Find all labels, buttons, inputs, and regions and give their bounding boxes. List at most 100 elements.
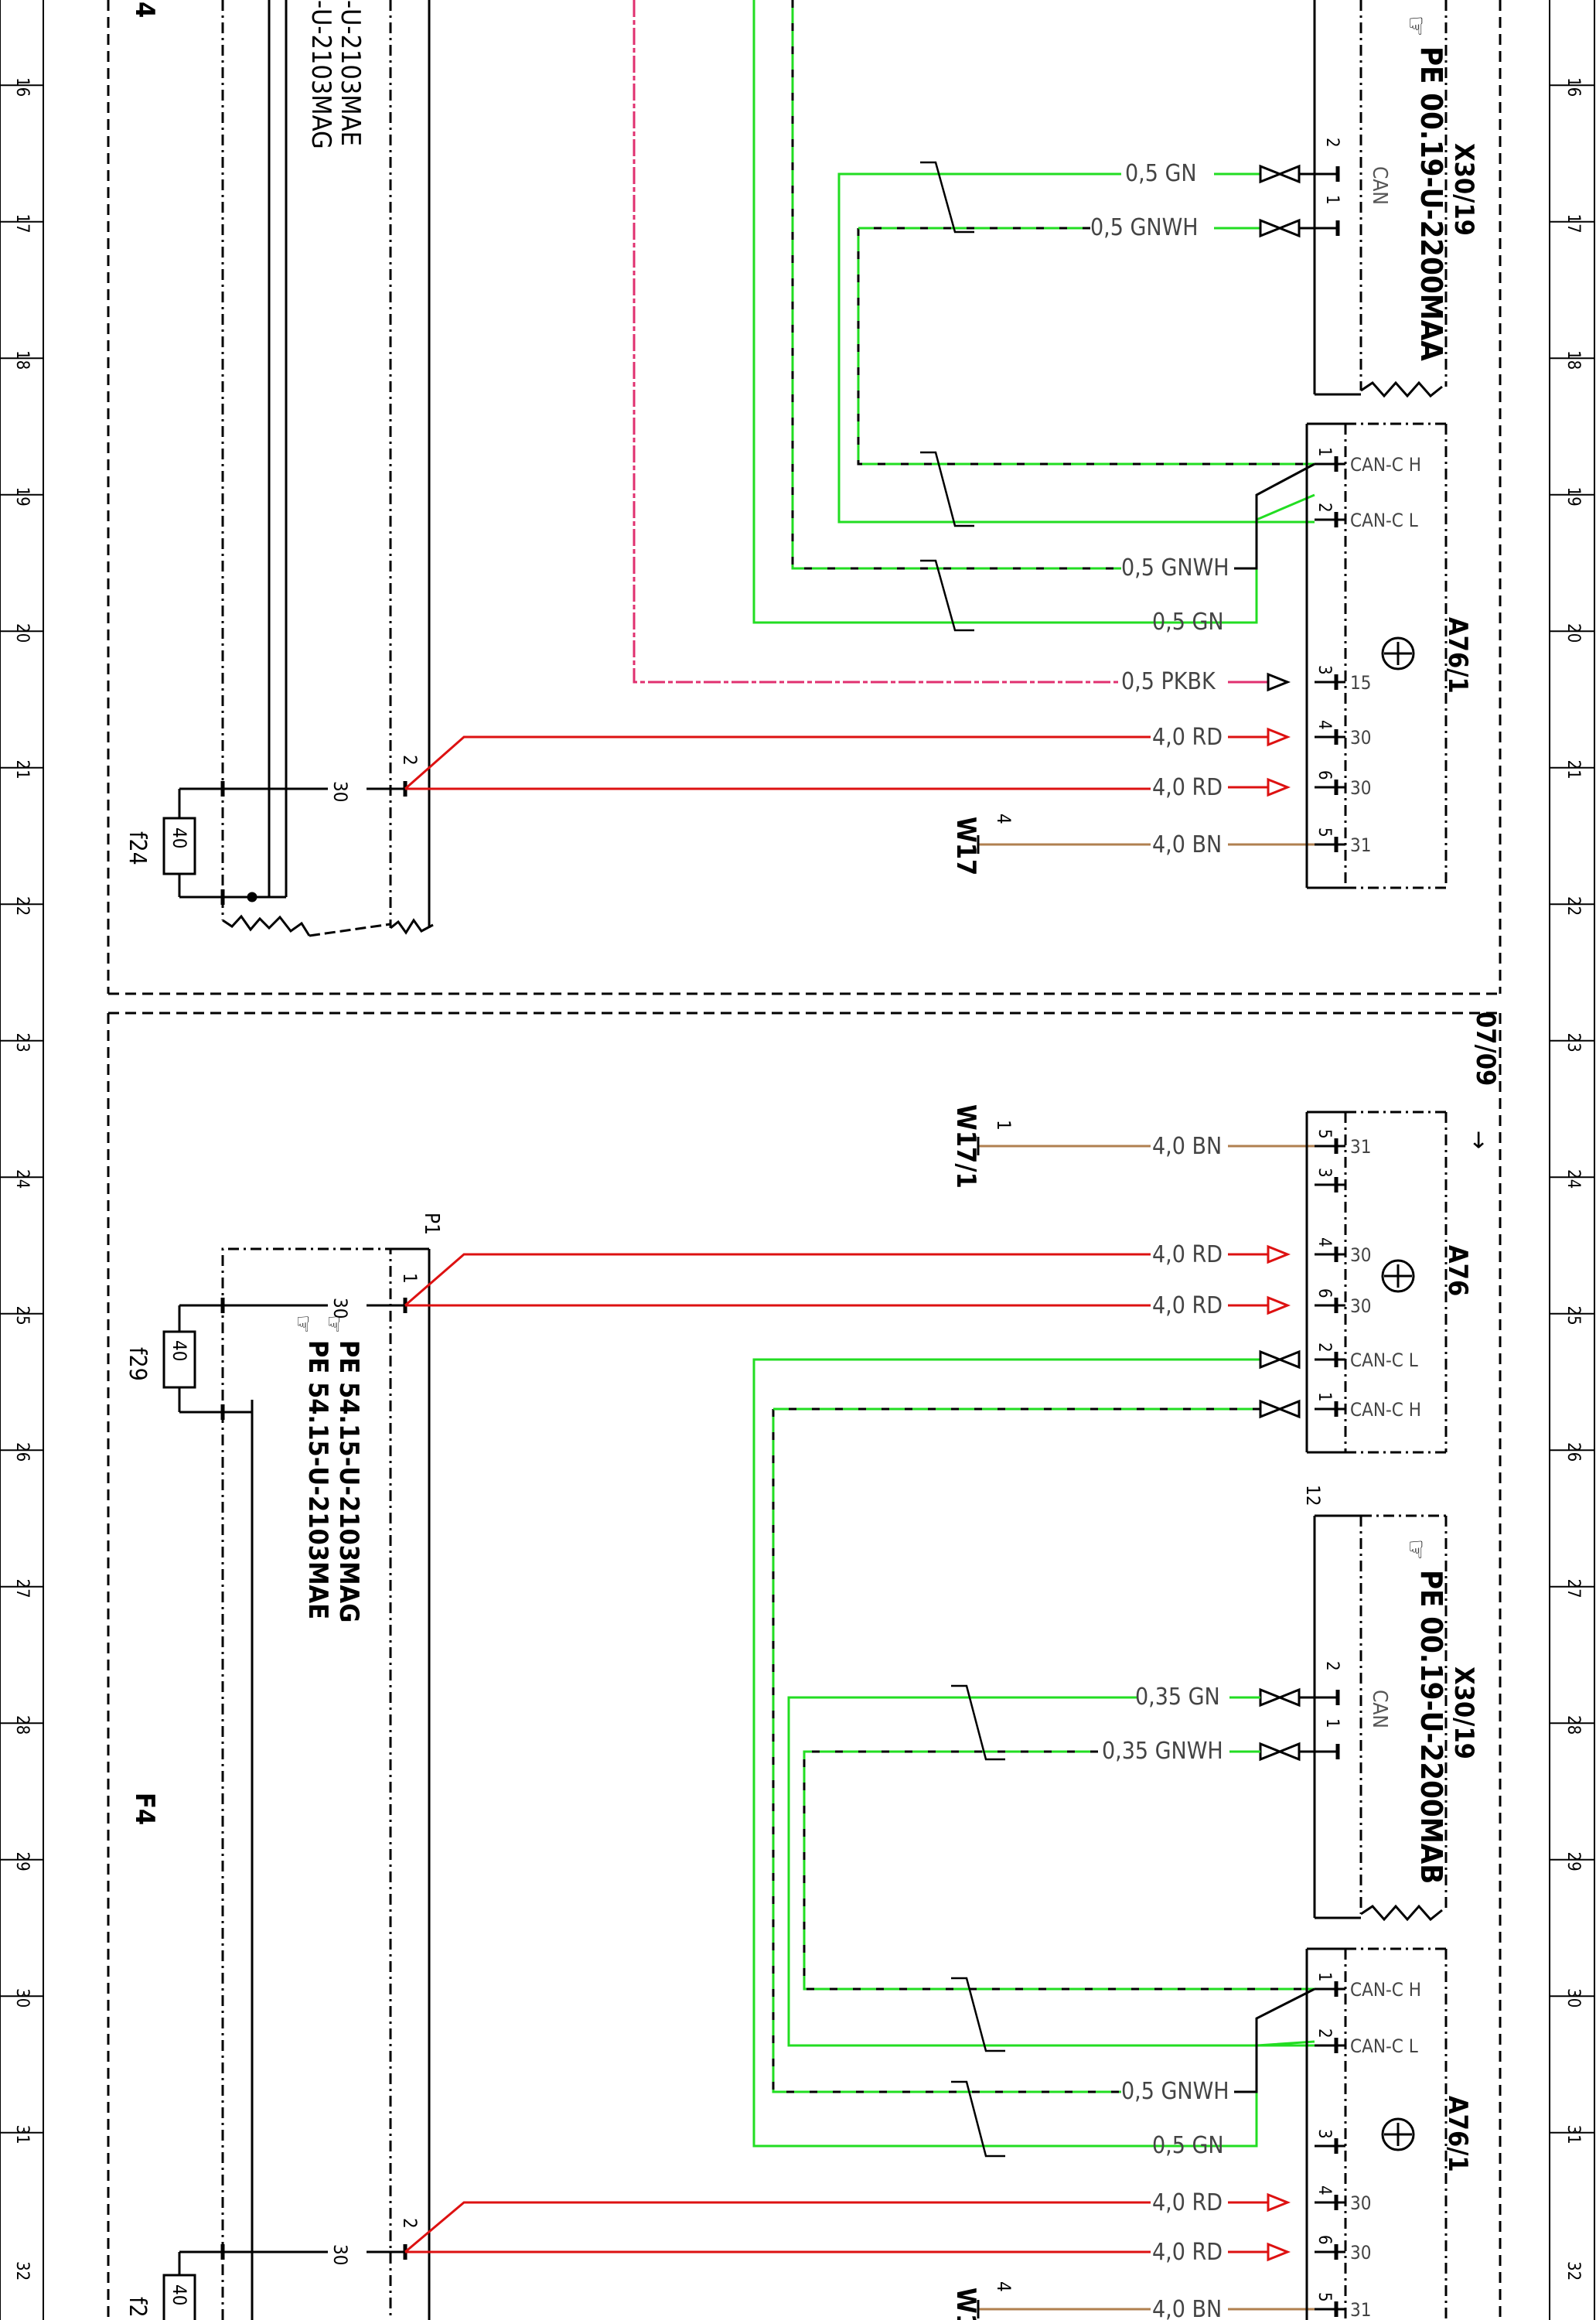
fuse-f2-rating: 40 [169, 2284, 190, 2305]
ground-w17-pin: 4 [993, 814, 1015, 824]
module-a761-top-name: A76/1 [1442, 617, 1473, 694]
wire-label-a761-0: 0,5 GNWH [1121, 2078, 1229, 2105]
pin-label: 30 [1350, 2242, 1371, 2264]
wire-label-a761-3: 4,0 RD [1152, 2239, 1223, 2266]
grid-row-label: 19 [12, 487, 32, 507]
grid-row-label: 23 [1564, 1033, 1583, 1053]
grid-strip-right [1549, 0, 1595, 2320]
pin-number: 3 [1315, 2129, 1334, 2139]
pin-label: CAN-C H [1350, 1399, 1421, 1421]
wire-label-a761-1: 0,5 GN [1152, 2132, 1224, 2159]
wire-label-a76-2: 4,0 RD [1152, 1292, 1223, 1319]
wire-short-segments-a761 [1228, 2192, 1315, 2311]
grid-row-label: 17 [12, 214, 32, 234]
grid-row-label: 29 [12, 1852, 32, 1871]
wire-035-gnwh [803, 1750, 1315, 1991]
pin-number: 6 [1315, 770, 1334, 780]
grid-row-label: 26 [1564, 1442, 1583, 1462]
wire-label-a76-0: 4,0 BN [1152, 1133, 1222, 1160]
pin-label: CAN-C L [1350, 2035, 1418, 2057]
fuse-f2-outpin: 2 [399, 2218, 421, 2229]
wire-035-gn [787, 1696, 1315, 2047]
twisted-pair-marks-top [920, 161, 974, 632]
connector-x3019-top-group: CAN [1368, 166, 1391, 205]
grid-row-label: 16 [1564, 77, 1583, 97]
pin-number: 4 [1315, 2185, 1334, 2195]
wire-short-segments-a76 [1228, 1145, 1315, 1315]
grid-row-label: 25 [12, 1306, 32, 1325]
wire-rd-a-top [404, 735, 1151, 790]
wire-gnwh-loop-top-green [857, 227, 1315, 466]
grid-row-label: 18 [12, 350, 32, 370]
wire-gnwh-feed-top-green [791, 0, 1121, 570]
connector-x3019-bottom-ref: PE 00.19-U-2200MAB [1414, 1570, 1448, 1884]
connector-x3019-bottom [1259, 1514, 1448, 1922]
ref-line-bottom-2: PE 54.15-U-2103MAE [302, 1340, 333, 1619]
ground-w1-pin: 4 [993, 2281, 1015, 2292]
grid-row-label: 22 [1564, 896, 1583, 916]
pin-number: 2 [1315, 1343, 1334, 1353]
connector-x3019-bottom-group: CAN [1368, 1690, 1391, 1728]
wire-label-top-2: 0,5 GNWH [1121, 554, 1229, 582]
pin-label: 15 [1350, 672, 1371, 694]
can-crossovers-bottom [1234, 1987, 1315, 2148]
fuse-f24 [162, 781, 408, 905]
fuse-f29-terminal: 30 [329, 1298, 351, 1319]
fuse-f24-name: f24 [124, 831, 151, 865]
ground-w171-name: W17/1 [950, 1104, 981, 1189]
plug-p1-label: P1 [420, 1213, 443, 1235]
pin-number: 6 [1315, 1288, 1334, 1298]
wire-rd-a-a76 [404, 1253, 1151, 1307]
pin-label: 31 [1350, 1136, 1371, 1158]
fuse-f24-rating: 40 [169, 827, 190, 848]
fuse-f29-name: f29 [124, 1347, 151, 1381]
connector-x3019-bottom-pin-top: 12 [1302, 1485, 1324, 1506]
ground-w17-name: W17 [950, 817, 981, 875]
grid-row-label: 30 [1564, 1988, 1583, 2008]
grid-row-label: 21 [12, 760, 32, 780]
ground-w1-name: W1 [950, 2288, 981, 2320]
wire-label-a761-2: 4,0 RD [1152, 2189, 1223, 2216]
wire-label-conn-0: 0,35 GN [1135, 1684, 1220, 1711]
bottom-section: F4 07/09 → P1 PE 54.15-U-2103MAG PE 54.1… [124, 1012, 1501, 2320]
wire-label-top-7: 4,0 BN [1152, 831, 1222, 858]
module-a761-top [1305, 422, 1448, 889]
pin-number: 3 [1315, 1168, 1334, 1178]
grid-row-ticks [0, 84, 1594, 2134]
top-section: 4 -U-2103MAE -U-2103MAG [124, 0, 1479, 937]
wire-label-top-3: 0,5 GN [1152, 609, 1224, 636]
pin-number: 2 [1315, 2028, 1334, 2039]
pin-number: 1 [1315, 1972, 1334, 1982]
pin-label: 30 [1350, 727, 1371, 749]
wire-arrows-top [1259, 164, 1301, 797]
arrow-reference-label: 07/09 [1470, 1012, 1501, 1086]
fuse-f24-terminal: 30 [329, 781, 351, 802]
pin-label: 30 [1350, 2192, 1371, 2214]
grid-row-label: 19 [1564, 487, 1583, 507]
fuse-panel-bottom [221, 1247, 431, 2320]
pin-label: 31 [1350, 834, 1371, 856]
wire-rd-a-a761 [404, 2201, 1151, 2253]
pin-number: 5 [1315, 1129, 1334, 1139]
grid-row-label: 30 [12, 1988, 32, 2008]
grid-row-label: 32 [1564, 2261, 1583, 2281]
wire-gn-feed-top [752, 0, 1234, 624]
pin-number: 4 [1315, 1237, 1334, 1247]
grid-row-label: 27 [12, 1579, 32, 1598]
wire-label-a761-4: 4,0 BN [1152, 2296, 1222, 2320]
grid-row-label: 28 [1564, 1715, 1583, 1735]
wire-label-top-6: 4,0 RD [1152, 774, 1223, 801]
twisted-pair-marks-bottom [951, 1684, 1005, 2158]
fuse-panel-top [221, 0, 434, 937]
connector-x3019-top-pin-a: 2 [1322, 138, 1342, 148]
grid-row-label: 24 [12, 1169, 32, 1189]
wire-gnwh-loop-top [857, 227, 1315, 466]
pin-label: 30 [1350, 777, 1371, 799]
arrow-down-icon: → [1465, 1131, 1494, 1149]
grid-row-label: 21 [1564, 760, 1583, 780]
grid-row-label: 20 [12, 623, 32, 643]
wire-pkbk-top [633, 0, 1121, 684]
pin-number: 1 [1315, 447, 1334, 457]
